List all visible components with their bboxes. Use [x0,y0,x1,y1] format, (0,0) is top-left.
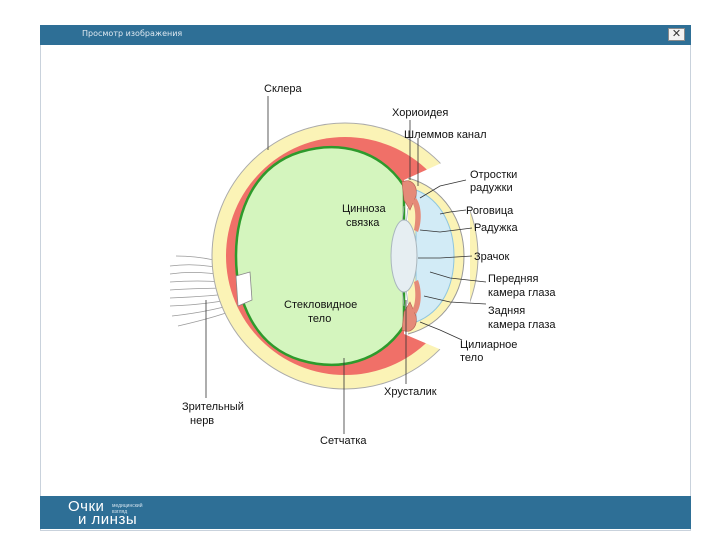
label-iris: Радужка [474,222,519,234]
label-posterior-chamber-2: камера глаза [488,319,556,331]
footer-bar: Очки и линзы медицинский взгляд [40,496,691,529]
label-retina: Сетчатка [320,435,367,447]
label-choroid: Хориоидея [392,107,448,119]
label-sclera: Склера [264,83,303,95]
label-posterior-chamber-1: Задняя [488,305,525,317]
label-optic-nerve-1: Зрительный [182,401,244,413]
label-pupil: Зрачок [474,251,509,263]
label-ciliary-processes-1: Отростки [470,169,517,181]
optic-disc [236,272,252,306]
label-ciliary-processes-2: радужки [470,182,513,194]
site-logo[interactable]: Очки и линзы медицинский взгляд [68,498,188,528]
label-ciliary-body-1: Цилиарное [460,339,517,351]
label-zonule-2: связка [346,217,380,229]
label-cornea: Роговица [466,205,514,217]
label-optic-nerve-2: нерв [190,415,214,427]
label-ciliary-body-2: тело [460,352,483,364]
logo-word-2: и линзы [78,511,137,528]
vitreous-body [236,147,404,365]
label-vitreous-1: Стекловидное [284,299,357,311]
label-schlemm-canal: Шлеммов канал [404,129,487,141]
label-anterior-chamber-2: камера глаза [488,287,556,299]
lens [391,220,417,292]
label-vitreous-2: тело [308,313,331,325]
label-anterior-chamber-1: Передняя [488,273,538,285]
label-lens: Хрусталик [384,386,437,398]
label-zonule-1: Цинноза [342,203,386,215]
logo-tagline-2: взгляд [112,510,127,515]
